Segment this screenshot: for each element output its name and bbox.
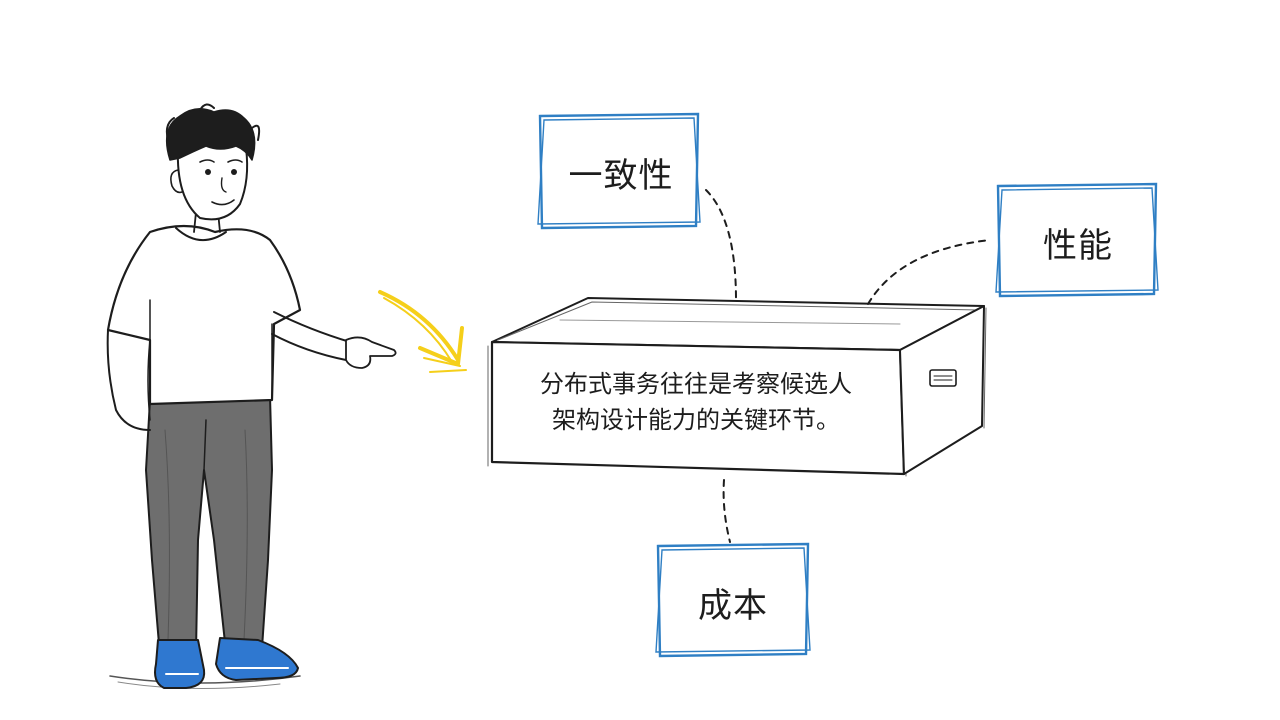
label-cost: 成本 <box>698 586 768 626</box>
caption-line-2: 架构设计能力的关键环节。 <box>552 406 840 434</box>
connector-cost <box>722 479 731 543</box>
shirt <box>106 224 302 406</box>
central-box <box>487 297 987 477</box>
left-shoe <box>154 639 206 689</box>
person-pointing-icon <box>106 103 397 690</box>
label-box-cost-frame <box>655 542 811 658</box>
face <box>176 147 249 221</box>
central-box-caption: 分布式事务往往是考察候选人 架构设计能力的关键环节。 <box>496 366 896 438</box>
label-box-consistency-frame <box>537 112 701 230</box>
connectors <box>705 189 991 543</box>
hair <box>165 108 256 161</box>
pants <box>145 395 273 657</box>
right-shoe <box>215 637 299 681</box>
caption-line-1: 分布式事务往往是考察候选人 <box>540 370 852 398</box>
connector-performance <box>867 239 991 305</box>
yellow-arrow-icon <box>378 290 467 373</box>
label-box-performance-frame <box>995 182 1159 298</box>
label-consistency: 一致性 <box>568 156 674 196</box>
label-performance: 性能 <box>1043 226 1113 266</box>
connector-consistency <box>705 189 737 301</box>
